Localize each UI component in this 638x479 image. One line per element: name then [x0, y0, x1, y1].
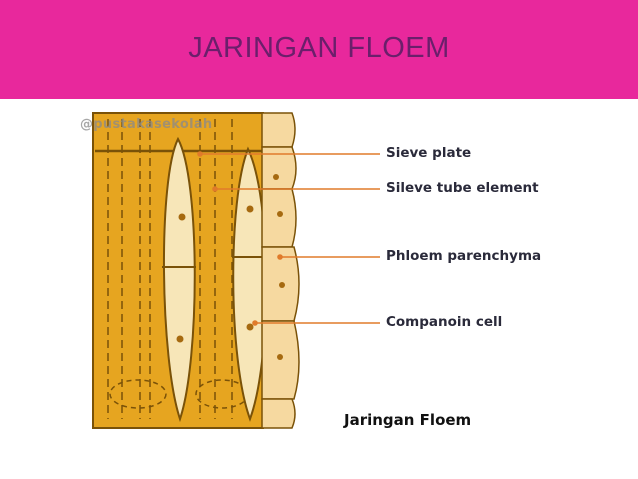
phloem-tissue-diagram [92, 112, 380, 429]
slide-title: JARINGAN FLOEM [188, 32, 450, 64]
label-phloem-parenchyma: Phloem parenchyma [386, 248, 542, 264]
slide-header-bar [0, 0, 638, 99]
label-companion-cell: Companoin cell [386, 314, 503, 330]
label-sieve-tube-element: Sileve tube element [386, 180, 539, 196]
phloem-parenchyma-cells [261, 112, 300, 429]
companion-cell-left [162, 136, 196, 423]
watermark-text: @pustakasekolah [80, 117, 213, 132]
label-sieve-plate: Sieve plate [386, 145, 472, 161]
diagram-caption: Jaringan Floem [344, 411, 472, 429]
leader-lines [197, 151, 380, 326]
